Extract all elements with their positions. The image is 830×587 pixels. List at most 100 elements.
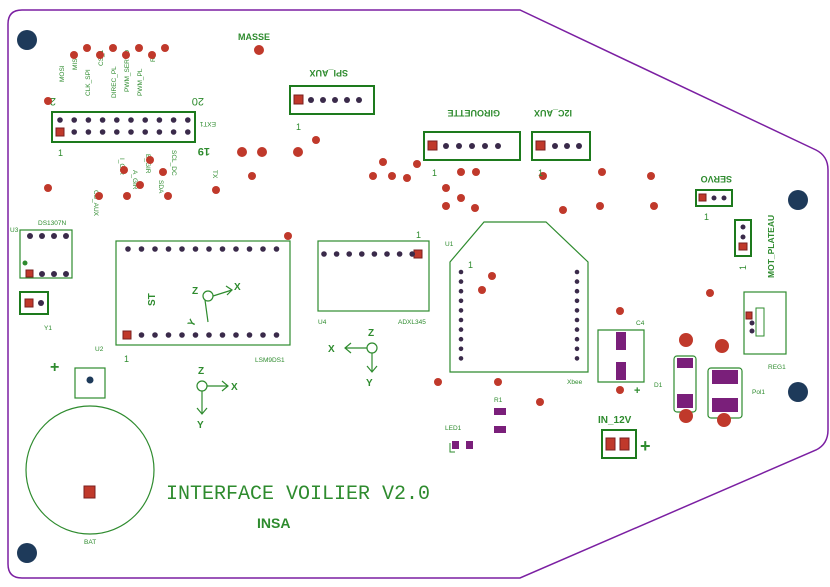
pin-pad (99, 129, 106, 135)
label-u4: U4 (318, 319, 327, 326)
pin-pad (273, 332, 280, 338)
pin-pad (192, 246, 199, 252)
pin-pad (246, 332, 253, 338)
ext1-pin-labels-bottom: CS_AUX I_GIR A_GIR B_GIR SDA SCL_DC TX (92, 150, 218, 217)
pin-pad (179, 332, 185, 338)
reg1-regulator (743, 291, 787, 355)
ext1-pin20-label: 20 (192, 95, 204, 107)
lsm-axis-x: X (234, 282, 241, 293)
pin-pad (192, 332, 199, 338)
servo-pin1: 1 (704, 212, 709, 222)
label-u2: U2 (95, 346, 104, 353)
pin-pad (574, 269, 580, 275)
pin-pad (219, 332, 226, 338)
girouette-connector (423, 131, 521, 161)
mounting-holes (17, 30, 808, 563)
pin-pad (170, 117, 177, 123)
label-r1: R1 (494, 397, 503, 404)
d1-diode (673, 333, 697, 423)
pin-label: PWM_PL (137, 68, 144, 96)
xbee-module (449, 221, 589, 373)
lsm-axis-y: Y (186, 317, 199, 329)
pin-pad (321, 251, 327, 257)
label-servo: SERVO (701, 174, 732, 184)
via (706, 289, 714, 297)
pin-pad (458, 288, 464, 294)
r1-resistor (494, 408, 506, 433)
pin-label: CLK_SPI (85, 69, 92, 96)
pin-pad (346, 251, 353, 257)
board-title: INTERFACE VOILIER V2.0 (166, 483, 430, 506)
spi-aux-pin1: 1 (296, 122, 301, 132)
c4-plus: + (634, 385, 640, 397)
ext1-pin2-label: 2 (50, 95, 56, 107)
label-led1: LED1 (445, 425, 462, 432)
pin-pad (125, 246, 131, 252)
pin-pad (574, 279, 580, 284)
pin-pad (574, 327, 580, 332)
in-12v-plus: + (640, 436, 651, 456)
spi-aux-connector (289, 85, 375, 115)
pin-label: PWM_SERVO (124, 50, 131, 92)
pin-pad (71, 129, 77, 135)
adxl345-module (317, 240, 430, 312)
battery-holder (25, 367, 155, 535)
label-i2c-aux: I2C_AUX (534, 108, 572, 118)
pin-pad (458, 298, 464, 304)
insa-logo: INSA (257, 515, 290, 531)
mot-plateau-pin1: 1 (738, 265, 748, 270)
adxl-axis-z: Z (368, 328, 374, 339)
pin-pad (458, 327, 464, 332)
pin-pad (156, 129, 163, 135)
board-axis-x: X (231, 382, 238, 393)
label-xbee: Xbee (567, 379, 583, 386)
via (248, 172, 256, 180)
ext1-label-vias-top (70, 44, 169, 59)
board-axis-z: Z (198, 366, 204, 377)
pin-label: B_GIR (144, 154, 151, 174)
via (536, 398, 544, 406)
pin-pad (273, 246, 280, 252)
mount-hole (17, 30, 37, 50)
pin-pad (71, 117, 77, 123)
via (237, 147, 247, 157)
pin-pad (409, 251, 416, 257)
pin-label: SCL_DC (170, 150, 177, 176)
servo-connector (695, 189, 733, 207)
label-adxl345: ADXL345 (398, 319, 426, 326)
pin-pad (574, 317, 580, 323)
pin-pad (233, 246, 239, 252)
masse-pad (254, 45, 264, 55)
label-st: ST (147, 293, 158, 306)
adxl-axis-x: X (328, 344, 335, 355)
in-12v-connector (601, 429, 637, 459)
pin-pad (206, 332, 212, 338)
via (257, 147, 267, 157)
pin-pad (185, 129, 191, 135)
lsm9ds1-module (115, 240, 291, 346)
pin-pad (206, 246, 212, 252)
label-reg1: REG1 (768, 364, 786, 371)
ext1-label-vias-bottom (95, 156, 220, 200)
via (494, 378, 502, 386)
label-ds1307n: DS1307N (38, 220, 66, 227)
pin-pad (128, 117, 134, 123)
pin-pad (165, 246, 172, 252)
pin-pad (138, 246, 145, 252)
pin-pad (57, 117, 63, 123)
pin-pad (574, 356, 580, 361)
pin-pad (152, 332, 158, 338)
label-in-12v: IN_12V (598, 415, 632, 426)
pin-label: A_GIR (131, 170, 138, 190)
mot-plateau-connector (734, 219, 752, 257)
lsm-axis-z: Z (192, 286, 198, 297)
pin-pad (85, 117, 92, 123)
pin-pad (99, 117, 106, 123)
i2c-aux-connector (531, 131, 591, 161)
mount-hole (788, 382, 808, 402)
pin-pad (574, 308, 580, 313)
pin-pad (371, 251, 378, 257)
ds1307n-chip (19, 229, 73, 279)
